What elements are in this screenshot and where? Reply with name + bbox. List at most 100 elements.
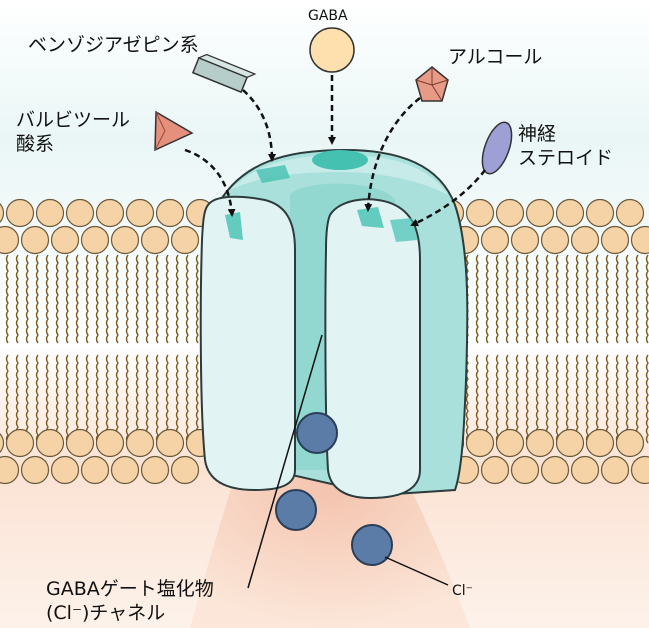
chloride-ion-icon [275, 489, 317, 531]
barbiturate-label-line1: バルビツール [16, 109, 131, 131]
phospholipid-head [125, 198, 155, 228]
lipid-tail [625, 354, 629, 444]
lipid-tail [125, 354, 129, 444]
alcohol-binding-site [357, 207, 384, 228]
lipid-tail [105, 354, 109, 444]
phospholipid-head [0, 203, 5, 223]
lipid-tail [195, 254, 199, 344]
lipid-tail [495, 354, 499, 444]
lipid-tail [585, 254, 589, 344]
phospholipid-head [65, 198, 95, 228]
phospholipid-head [615, 198, 645, 228]
neurosteroid-arrow [410, 169, 486, 227]
lipid-tail [105, 254, 109, 344]
lipid-tail [615, 254, 619, 344]
gaba-chloride-channel [199, 148, 469, 500]
phospholipid-head [555, 198, 585, 228]
lipid-tail [85, 354, 89, 444]
lipid-tail [185, 354, 189, 444]
lipid-tail [465, 354, 469, 444]
benzodiazepine-binding-site [256, 165, 290, 183]
lipid-tail [585, 354, 589, 444]
lipid-tail [75, 354, 79, 444]
phospholipid-head [0, 455, 20, 485]
lipid-tail [95, 354, 99, 444]
phospholipid-head [600, 455, 630, 485]
lipid-tail [165, 354, 169, 444]
phospholipid-head [65, 428, 95, 458]
lipid-tail [555, 254, 559, 344]
neurosteroid-molecule-icon [481, 121, 513, 175]
phospholipid-head [155, 428, 185, 458]
phospholipid-head [50, 455, 80, 485]
phospholipid-head [140, 225, 170, 255]
lipid-tail [505, 354, 509, 444]
lipid-tail [565, 354, 569, 444]
lipid-tail [475, 354, 479, 444]
channel-subunit-left [199, 195, 296, 492]
phospholipid-head [110, 225, 140, 255]
barbiturate-binding-site [225, 212, 243, 240]
lipid-tail [535, 254, 539, 344]
phospholipid-head [540, 225, 570, 255]
phospholipid-head [0, 433, 5, 453]
lipid-tail [525, 354, 529, 444]
lipid-tail [495, 254, 499, 344]
gaba-binding-site [312, 150, 368, 170]
lipid-tail [115, 354, 119, 444]
lipid-tail [145, 254, 149, 344]
lipid-tail [175, 254, 179, 344]
lipid-tail [475, 254, 479, 344]
phospholipid-head [585, 428, 615, 458]
lipid-tail [605, 354, 609, 444]
chloride-label: Cl⁻ [452, 583, 474, 599]
alcohol-molecule-icon [415, 66, 449, 102]
chloride-ion-icon [351, 524, 393, 566]
phospholipid-head [480, 455, 510, 485]
phospholipid-head [630, 455, 649, 485]
phospholipid-head [510, 455, 540, 485]
lipid-tail [145, 354, 149, 444]
lipid-tail [15, 254, 19, 344]
phospholipid-head [155, 198, 185, 228]
channel-leader-line [247, 334, 323, 589]
lipid-tail [505, 254, 509, 344]
lipid-tail [125, 254, 129, 344]
phospholipid-head [465, 198, 495, 228]
lipid-tail [485, 254, 489, 344]
lipid-tail [515, 354, 519, 444]
lipid-tail [5, 354, 9, 444]
barbiturate-label-line2: 酸系 [16, 133, 55, 155]
phospholipid-head [555, 428, 585, 458]
lipid-tail [65, 354, 69, 444]
phospholipid-head [170, 225, 200, 255]
ligand-arrows [184, 75, 486, 227]
alcohol-arrow [364, 97, 421, 212]
lipid-tail [595, 254, 599, 344]
phospholipid-head [20, 455, 50, 485]
lipid-tail [155, 354, 159, 444]
lipid-tail [515, 254, 519, 344]
neurosteroid-label-line1: 神経 [518, 123, 557, 145]
lipid-tail [645, 254, 649, 344]
phospholipid-head [110, 455, 140, 485]
phospholipid-head [525, 198, 555, 228]
barbiturate-molecule-icon [154, 110, 194, 152]
chloride-leader-line [384, 556, 449, 586]
alcohol-label: アルコール [448, 46, 543, 68]
phospholipid-head [0, 225, 20, 255]
lipid-tail [605, 254, 609, 344]
lipid-tail [195, 354, 199, 444]
gaba-label: GABA [308, 8, 348, 24]
lipid-tail [185, 254, 189, 344]
phospholipid-head [140, 455, 170, 485]
lipid-tail [85, 254, 89, 344]
phospholipid-head [570, 455, 600, 485]
lipid-tail [545, 354, 549, 444]
lipid-tail [135, 354, 139, 444]
lipid-tail [75, 254, 79, 344]
phospholipid-head [585, 198, 615, 228]
lipid-tail [595, 354, 599, 444]
phospholipid-head [5, 428, 35, 458]
lipid-tail [115, 254, 119, 344]
